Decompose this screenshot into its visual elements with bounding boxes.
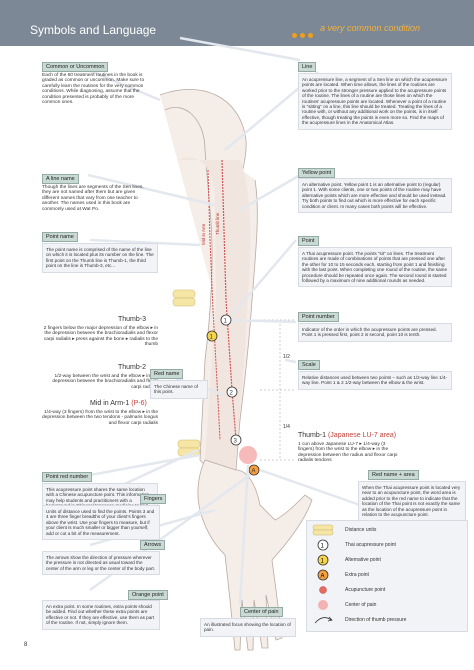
scale-quarter-label: 1/4 [283,424,290,430]
legend: Distance units 1 Thai acupressure point … [306,520,468,632]
tag-orange-point: Orange point [128,590,168,600]
header-subtitle: a very common condition [320,23,421,33]
text-point-name: The point name is comprised of the name … [42,243,158,273]
tag-common: Common or Uncommon [42,62,109,72]
tag-center-of-pain: Center of pain [240,607,283,617]
tag-point: Point [298,236,319,246]
legend-acupuncture-point: Acupuncture point [311,584,466,597]
legend-distance-units: Distance units [311,524,466,537]
page-number: 8 [24,642,28,648]
scale-half-label: 1/2 [283,354,290,360]
text-fingers: Units of distance used to find the point… [42,505,160,541]
tag-point-number: Point number [298,312,339,322]
dots-icon [292,25,316,38]
legend-center-of-pain: Center of pain [311,599,466,612]
point-thumb3-name: Thumb-3 [118,316,147,323]
text-point-number: Indicator of the order in which the acup… [298,323,452,342]
svg-text:A: A [321,574,325,580]
tag-fingers: Fingers [140,494,167,504]
point-2-marker: 2 [226,386,238,398]
yellow-point-marker: 1 [206,330,218,342]
extra-point-marker: A [248,464,260,476]
svg-text:1: 1 [224,319,228,325]
legend-alternative-point: 1 Alternative point [311,554,466,567]
point-1-marker: 1 [220,314,232,326]
point-thumb3-desc: 2 fingers below the major depression of … [43,326,158,348]
text-scale: Relative distances used between two poin… [298,371,452,390]
legend-extra-point: A Extra point [311,569,466,582]
tag-red-name: Red name [150,369,184,379]
svg-text:3: 3 [234,439,238,445]
svg-text:A: A [252,469,256,475]
tag-scale: Scale [298,360,320,370]
svg-text:1: 1 [321,559,325,565]
text-line-name: Though the lines are segments of the Sen… [42,185,144,212]
tag-point-name: Point name [42,232,78,242]
svg-text:1: 1 [210,335,214,341]
point-thumb2-name: Thumb-2 [118,364,147,371]
page-title: Symbols and Language [30,23,157,37]
point-mid1-name: Mid in Arm-1 (P-6) [90,400,147,407]
line-label-mid: Mid in Arm [201,223,206,245]
text-orange-point: An extra point. In some routines, extra … [42,600,160,630]
point-mid1-desc: 1/4-way (3 fingers) from the wrist to th… [42,410,158,426]
tag-arrows: Arrows [140,540,166,550]
text-red-name-area: When the Thai acupressure point is locat… [358,481,466,522]
header-bar [0,0,474,46]
text-red-name: The Chinese name of this point. [150,380,208,399]
point-thumb2-desc: 1/2-way between the wrist and the elbow … [52,374,158,390]
text-arrows: The arrows show the direction of pressur… [42,551,160,576]
point-3-marker: 3 [230,434,242,446]
text-point: A Thai acupressure point. The points "si… [298,247,452,288]
line-label-thumb: Thumb line [215,212,220,235]
tag-line-name: A line name [42,174,79,184]
point-thumb1-name: Thumb-1 (Japanese LU-7 area) [298,432,397,439]
legend-thai-point: 1 Thai acupressure point [311,539,466,552]
tag-red-name-area: Red name + area [368,470,419,480]
svg-text:2: 2 [230,391,234,397]
tag-yellow-point: Yellow point [298,168,336,178]
text-line: An acupressure line, a segment of a Sen … [298,73,452,130]
tag-point-red-number: Point red number [42,472,93,482]
text-center-of-pain: An illustrated focus showing the locatio… [200,618,296,637]
text-yellow-point: An alternative point. Yellow point 1 is … [298,178,452,214]
text-common: Each of the 60 treatment routines in the… [42,73,145,106]
point-thumb1-desc: 1 cun above Japanese LU-7 ▸ 1/4-way (3 f… [298,442,398,464]
svg-text:1: 1 [321,544,325,550]
legend-thumb-pressure: Direction of thumb pressure [311,614,466,627]
tag-line: Line [298,62,317,72]
